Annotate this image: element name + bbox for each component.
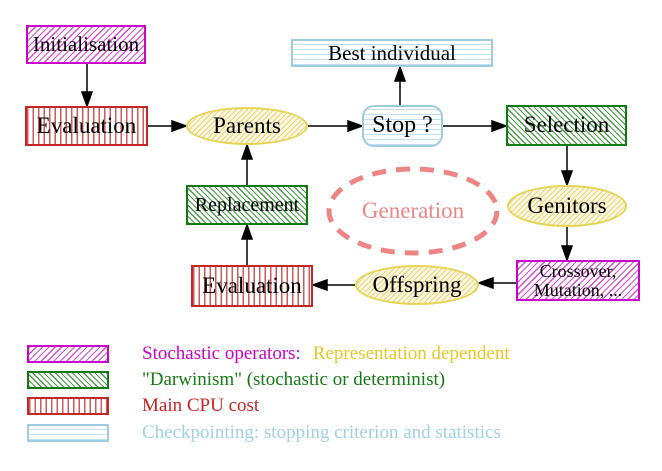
arrow-stop-to-best-individual [393,64,407,105]
crossover-line2: Mutation, ... [533,279,623,300]
arrow-crossover-to-offspring [476,276,516,290]
generation-dashed-ellipse [326,166,500,256]
arrow-evaluation-to-parents [148,119,189,133]
legend-label-representation: Representation dependent [312,343,510,364]
legend-row-checkpointing: Checkpointing: stopping criterion and st… [27,422,501,443]
legend-row-darwinism: "Darwinism" (stochastic or determinist) [27,369,446,390]
green-hatch-swatch [27,371,109,389]
legend-label-stochastic: Stochastic operators: [142,343,301,364]
arrow-replacement-to-parents [240,142,254,185]
node-genitors: Genitors [507,185,627,227]
node-offspring: Offspring [355,265,479,305]
crossover-line1: Crossover, [539,260,617,281]
arrow-initialisation-to-evaluation [80,64,94,109]
arrow-selection-to-genitors [560,146,574,188]
legend-row-stochastic: Stochastic operators: Representation dep… [27,343,510,364]
node-replacement: Replacement [186,185,308,225]
arrow-evaluation-to-replacement [240,222,254,265]
legend-label-darwinism: "Darwinism" (stochastic or determinist) [142,369,446,390]
node-parents: Parents [186,107,308,145]
arrow-stop-to-selection [443,119,509,133]
node-stop: Stop ? [362,105,443,147]
node-best-individual: Best individual [291,39,493,67]
node-initialisation: Initialisation [26,25,146,64]
legend-row-cpu: Main CPU cost [27,395,260,416]
magenta-hatch-swatch [27,345,109,363]
red-stripe-swatch [27,397,109,415]
arrow-genitors-to-crossover [560,227,574,263]
node-evaluation-bottom: Evaluation [191,265,313,307]
legend-label-checkpointing: Checkpointing: stopping criterion and st… [142,422,501,443]
node-evaluation-top: Evaluation [25,106,148,146]
legend-label-cpu: Main CPU cost [142,395,260,416]
cyan-stripe-swatch [27,424,109,442]
generation-label: Generation [361,198,465,223]
node-selection: Selection [506,105,627,146]
node-crossover-mutation: Crossover, Mutation, ... [516,260,640,301]
arrow-offspring-to-evaluation [310,278,355,292]
arrow-parents-to-stop [308,119,365,133]
